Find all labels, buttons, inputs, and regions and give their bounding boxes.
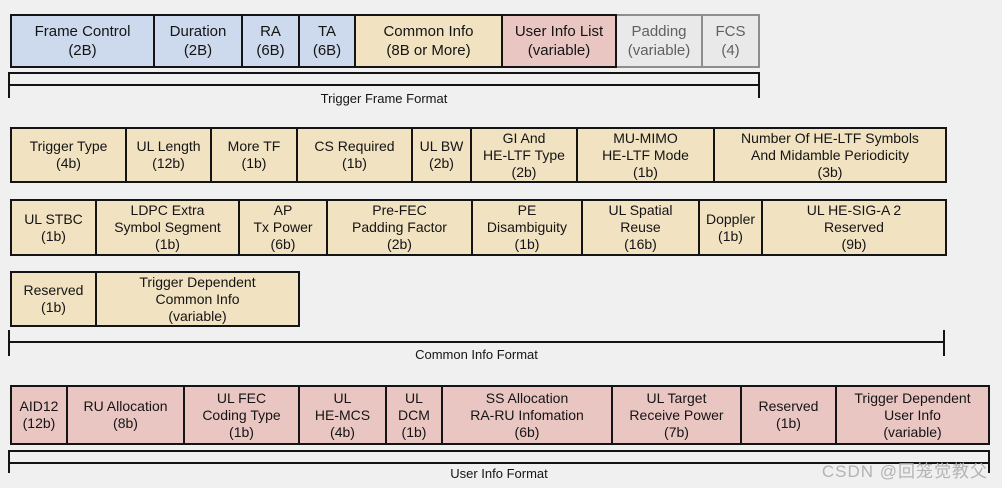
field-cell-pe: PE Disambiguity (1b): [473, 199, 583, 256]
field-cell-common-info: Common Info (8B or More): [356, 14, 503, 68]
bracket-tick-left: [8, 330, 10, 356]
field-cell-reserved: Reserved (1b): [10, 271, 97, 327]
common-info-row-3: Reserved (1b)Trigger Dependent Common In…: [10, 271, 300, 327]
bracket-strip: [8, 450, 990, 464]
csdn-watermark: CSDN @回笼觉教父: [821, 462, 988, 481]
field-cell-ul: UL HE-MCS (4b): [300, 385, 387, 445]
field-cell-ul: UL DCM (1b): [387, 385, 443, 445]
field-cell-ta: TA (6B): [300, 14, 356, 68]
bracket-tick-left: [8, 450, 10, 473]
user-info-row: AID12 (12b)RU Allocation (8b)UL FEC Codi…: [10, 385, 990, 445]
field-cell-gi-and: GI And HE-LTF Type (2b): [472, 127, 578, 183]
common-info-row-1: Trigger Type (4b)UL Length (12b)More TF …: [10, 127, 947, 183]
common-info-format-bracket: Common Info Format: [8, 330, 945, 366]
field-cell-frame-control: Frame Control (2B): [10, 14, 155, 68]
trigger-frame-format-bracket: Trigger Frame Format: [8, 72, 760, 114]
field-cell-cs-required: CS Required (1b): [298, 127, 413, 183]
field-cell-user-info-list: User Info List (variable): [503, 14, 617, 68]
field-cell-number-of-he-ltf-symbols: Number Of HE-LTF Symbols And Midamble Pe…: [715, 127, 947, 183]
field-cell-more-tf: More TF (1b): [212, 127, 298, 183]
field-cell-reserved: Reserved (1b): [742, 385, 837, 445]
field-cell-ru-allocation: RU Allocation (8b): [68, 385, 185, 445]
bracket-tick-right: [988, 450, 990, 473]
field-cell-ul-fec: UL FEC Coding Type (1b): [185, 385, 300, 445]
field-cell-duration: Duration (2B): [155, 14, 243, 68]
field-cell-ul-spatial: UL Spatial Reuse (16b): [583, 199, 700, 256]
field-cell-ldpc-extra: LDPC Extra Symbol Segment (1b): [97, 199, 240, 256]
field-cell-aid12: AID12 (12b): [10, 385, 68, 445]
field-cell-fcs: FCS (4): [703, 14, 760, 68]
field-cell-ul-bw: UL BW (2b): [413, 127, 472, 183]
field-cell-trigger-dependent: Trigger Dependent User Info (variable): [837, 385, 990, 445]
field-cell-ul-length: UL Length (12b): [127, 127, 212, 183]
field-cell-pre-fec: Pre-FEC Padding Factor (2b): [328, 199, 473, 256]
field-cell-ss-allocation: SS Allocation RA-RU Infomation (6b): [443, 385, 613, 445]
field-cell-ul-target: UL Target Receive Power (7b): [613, 385, 742, 445]
field-cell-doppler: Doppler (1b): [700, 199, 763, 256]
field-cell-trigger-dependent: Trigger Dependent Common Info (variable): [97, 271, 300, 327]
user-info-format-label: User Info Format: [450, 466, 548, 481]
field-cell-trigger-type: Trigger Type (4b): [10, 127, 127, 183]
trigger-frame-format-label: Trigger Frame Format: [320, 91, 448, 106]
field-cell-ul-stbc: UL STBC (1b): [10, 199, 97, 256]
bracket-tick-left: [8, 72, 10, 98]
field-cell-ap: AP Tx Power (6b): [240, 199, 328, 256]
trigger-frame-row: Frame Control (2B)Duration (2B)RA (6B)TA…: [10, 14, 760, 68]
field-cell-ul-he-sig-a-2: UL HE-SIG-A 2 Reserved (9b): [763, 199, 947, 256]
bracket-tick-right: [943, 330, 945, 356]
field-cell-padding: Padding (variable): [617, 14, 703, 68]
bracket-line: [8, 341, 945, 343]
common-info-row-2: UL STBC (1b)LDPC Extra Symbol Segment (1…: [10, 199, 947, 256]
common-info-format-label: Common Info Format: [415, 347, 538, 362]
bracket-strip: [8, 72, 760, 86]
field-cell-mu-mimo: MU-MIMO HE-LTF Mode (1b): [578, 127, 715, 183]
user-info-format-bracket: User Info Format: [8, 450, 990, 486]
bracket-tick-right: [758, 72, 760, 98]
field-cell-ra: RA (6B): [243, 14, 300, 68]
